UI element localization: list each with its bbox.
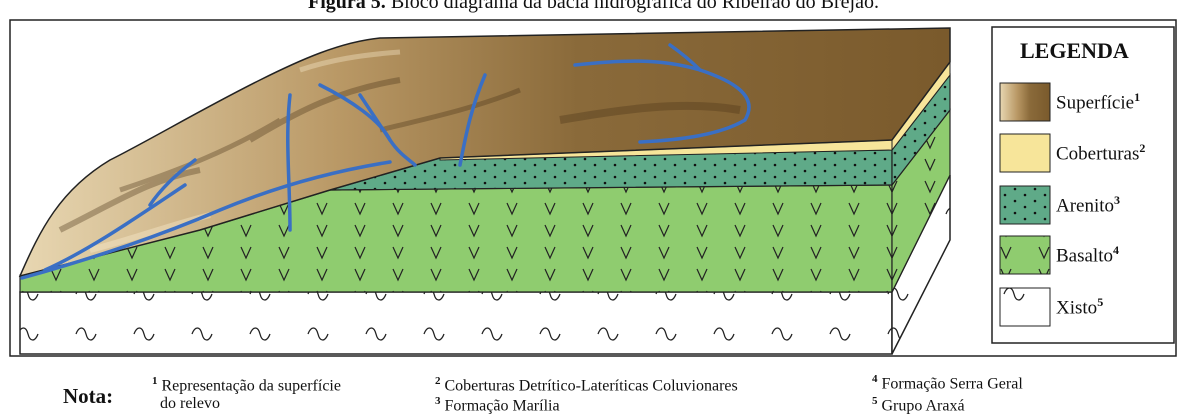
legend-note: 1 [1134, 90, 1140, 104]
legend-swatch-superficie [1000, 83, 1050, 121]
legend-label-basalto: Basalto4 [1056, 243, 1119, 267]
legend-note: 5 [1097, 295, 1103, 309]
legend-label-xisto: Xisto5 [1056, 295, 1103, 319]
legend-swatch-xisto [1000, 288, 1050, 326]
legend-label-superficie: Superfície1 [1056, 90, 1140, 114]
legend-label-coberturas: Coberturas2 [1056, 141, 1145, 165]
legend-text: Superfície [1056, 92, 1134, 113]
nota-text-line2: do relevo [152, 395, 220, 412]
legend-text: Xisto [1056, 297, 1097, 318]
nota-item-3: 3 Formação Marília [435, 392, 560, 415]
legend-note: 3 [1114, 193, 1120, 207]
nota-item-4: 4 Formação Serra Geral [872, 370, 1023, 393]
legend-note: 2 [1139, 141, 1145, 155]
nota-text: Formação Serra Geral [882, 375, 1023, 392]
nota-num: 4 [872, 373, 878, 385]
legend-text: Coberturas [1056, 143, 1139, 164]
legend-text: Arenito [1056, 195, 1114, 216]
nota-item-5: 5 Grupo Araxá [872, 392, 965, 415]
legend-note: 4 [1113, 243, 1119, 257]
xisto-front [20, 292, 892, 354]
nota-num: 1 [152, 375, 158, 387]
legend-swatch-basalto [1000, 236, 1050, 274]
legend-text: Basalto [1056, 245, 1113, 266]
nota-text: Representação da superfície [162, 377, 341, 394]
nota-num: 2 [435, 375, 441, 387]
legend-swatch-arenito [1000, 186, 1050, 224]
nota-text: Grupo Araxá [882, 397, 965, 414]
nota-text: Formação Marília [445, 397, 560, 414]
legend-title: LEGENDA [1020, 38, 1129, 64]
nota-num: 3 [435, 395, 441, 407]
nota-heading: Nota: [63, 384, 113, 409]
legend-label-arenito: Arenito3 [1056, 193, 1120, 217]
nota-num: 5 [872, 395, 878, 407]
legend-swatch-coberturas [1000, 134, 1050, 172]
nota-item-1: 1 Representação da superfície do relevo [152, 372, 341, 413]
